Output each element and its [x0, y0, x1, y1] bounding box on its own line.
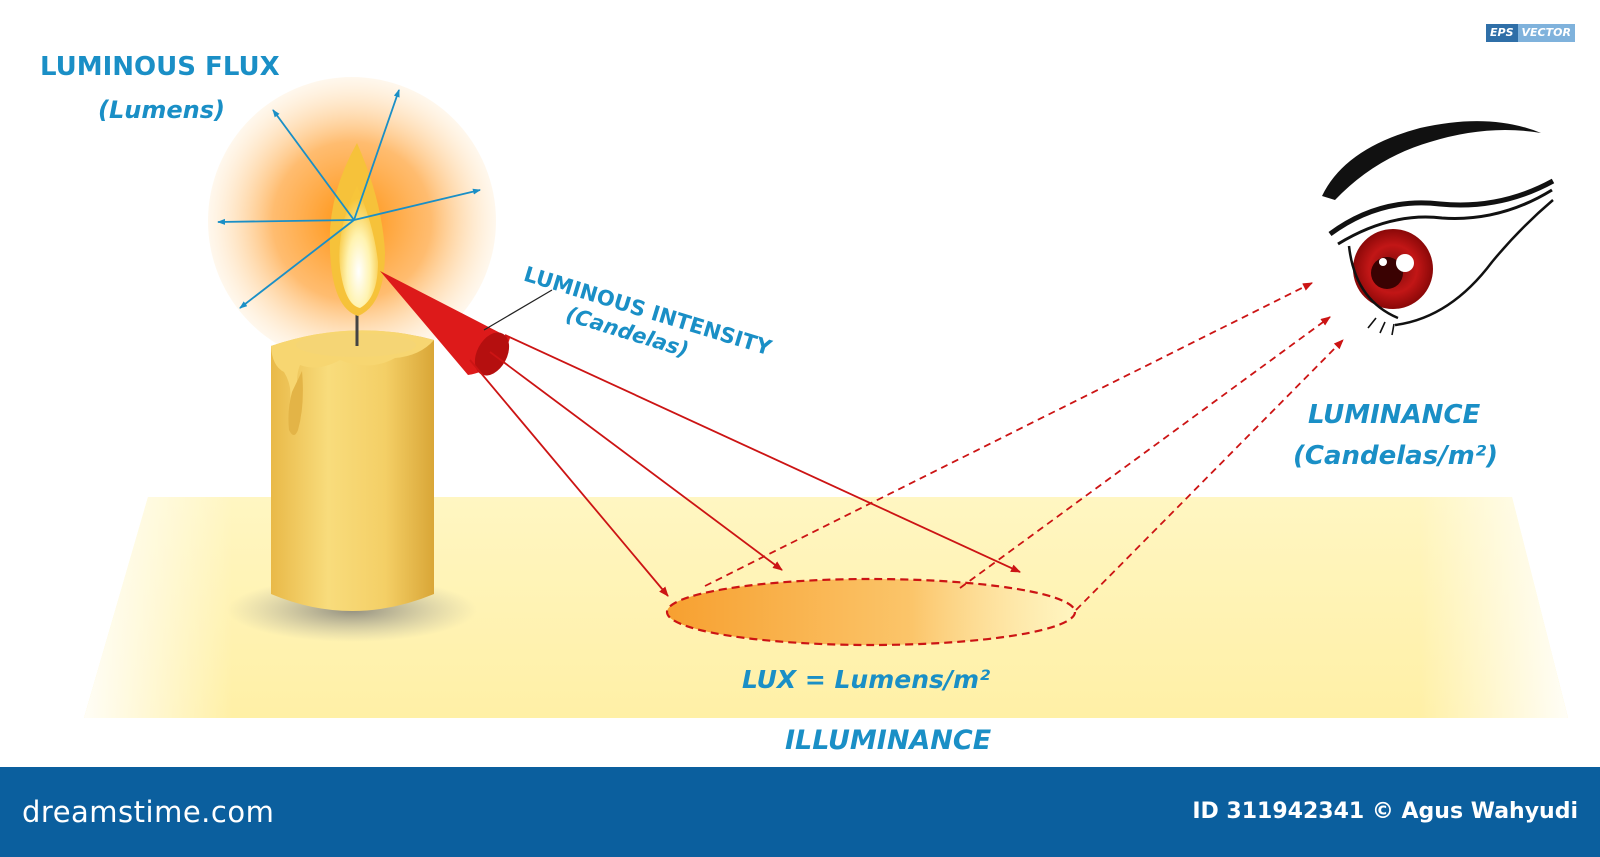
- luminous-flux-label: LUMINOUS FLUX: [40, 52, 280, 82]
- eps-vector-badge: EPS VECTOR: [1486, 24, 1575, 42]
- badge-eps: EPS: [1486, 24, 1518, 42]
- flux-rays: [217, 89, 481, 309]
- luminance-unit: (Candelas/m²): [1293, 441, 1499, 471]
- image-credit: ID 311942341 © Agus Wahyudi: [1192, 799, 1578, 824]
- brand-logo-text[interactable]: dreamstime.com: [22, 795, 275, 829]
- incident-rays: [469, 334, 1021, 597]
- candle-icon: [271, 314, 434, 611]
- luminous-flux-unit: (Lumens): [98, 96, 225, 124]
- illuminance-label: ILLUMINANCE: [785, 725, 992, 756]
- reflected-rays: [704, 282, 1344, 611]
- intensity-leader-line: [483, 289, 553, 331]
- luminance-label: LUMINANCE: [1308, 400, 1481, 430]
- footer-bar: dreamstime.com ID 311942341 © Agus Wahyu…: [0, 767, 1600, 857]
- eye-icon: [1322, 121, 1555, 336]
- lux-formula: LUX = Lumens/m²: [742, 665, 991, 694]
- flame-icon: [329, 143, 385, 316]
- illuminated-area: [665, 577, 1077, 647]
- badge-vector: VECTOR: [1517, 24, 1575, 42]
